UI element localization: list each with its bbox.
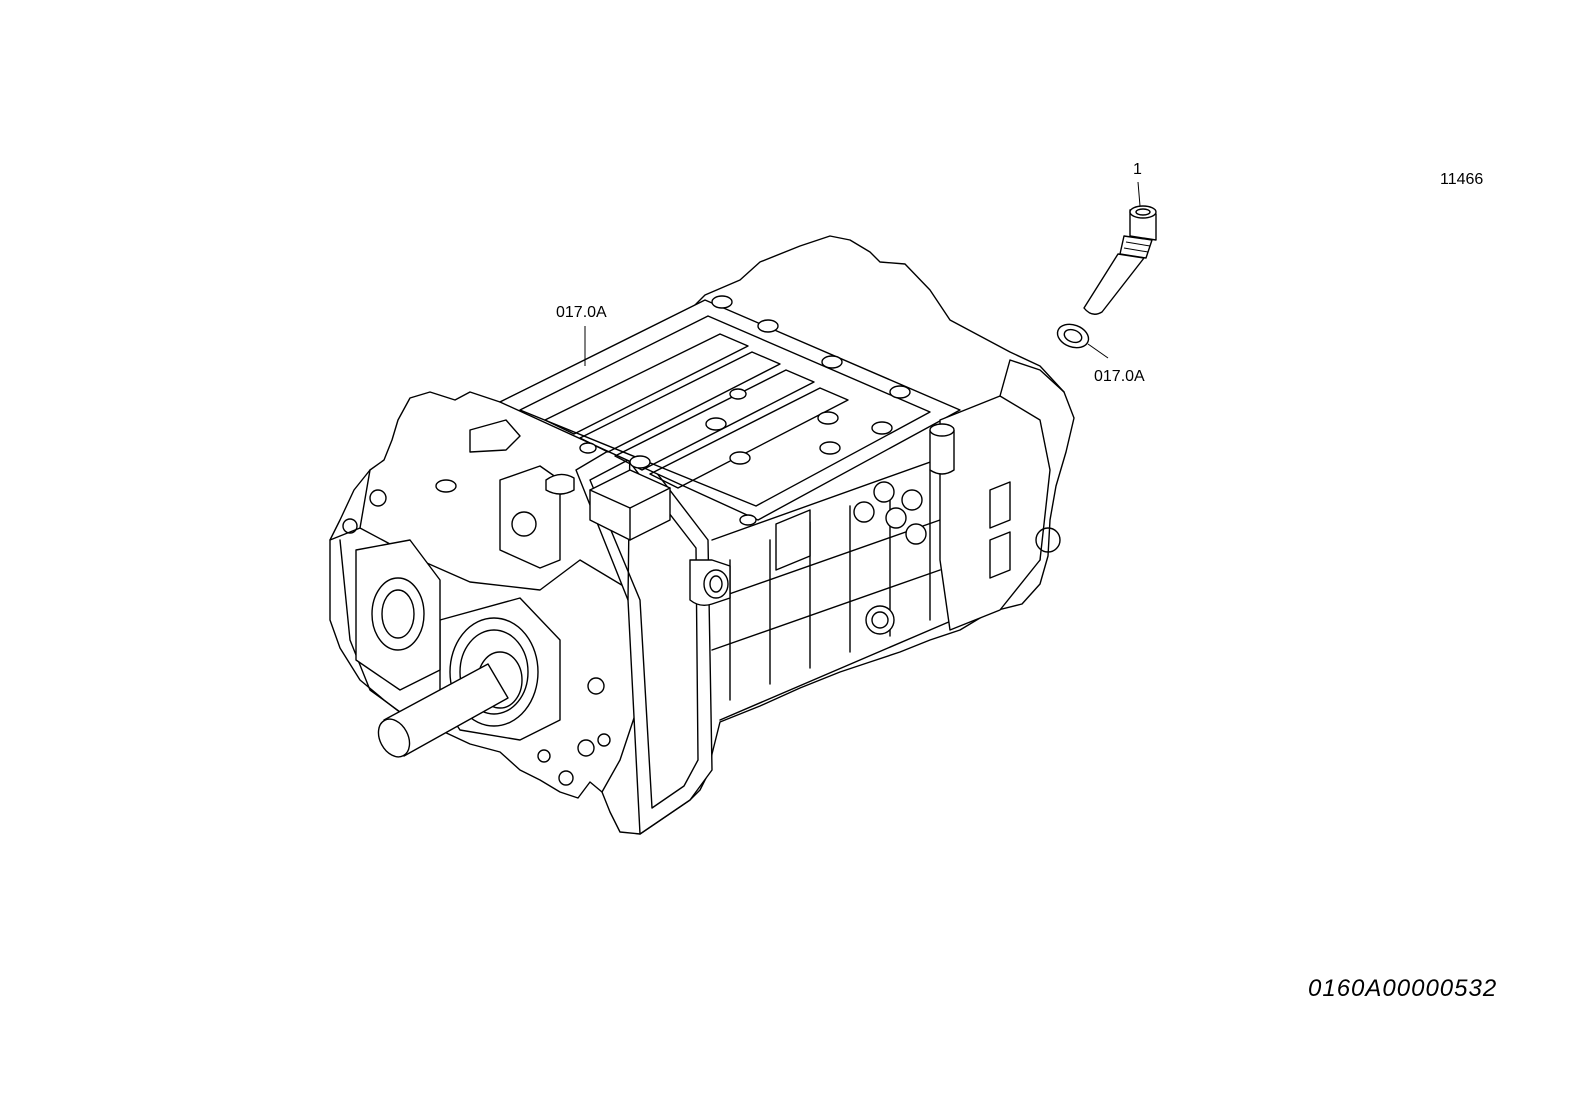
leader-item-1 [1137, 181, 1141, 207]
seal-ring-part [1056, 323, 1090, 349]
figure-code: 0160A00000532 [1308, 975, 1498, 1002]
callout-seal-ring: 017.0A [1094, 368, 1145, 385]
callout-gearbox-assembly: 017.0A [556, 304, 607, 321]
callout-item-1: 1 [1133, 161, 1142, 178]
gearbox-housing [329, 235, 1075, 835]
input-shaft-assembly [342, 489, 611, 786]
fitting-part-1 [1083, 205, 1157, 315]
leader-seal-ring [1087, 343, 1109, 359]
drawing-number: 11466 [1440, 171, 1484, 188]
